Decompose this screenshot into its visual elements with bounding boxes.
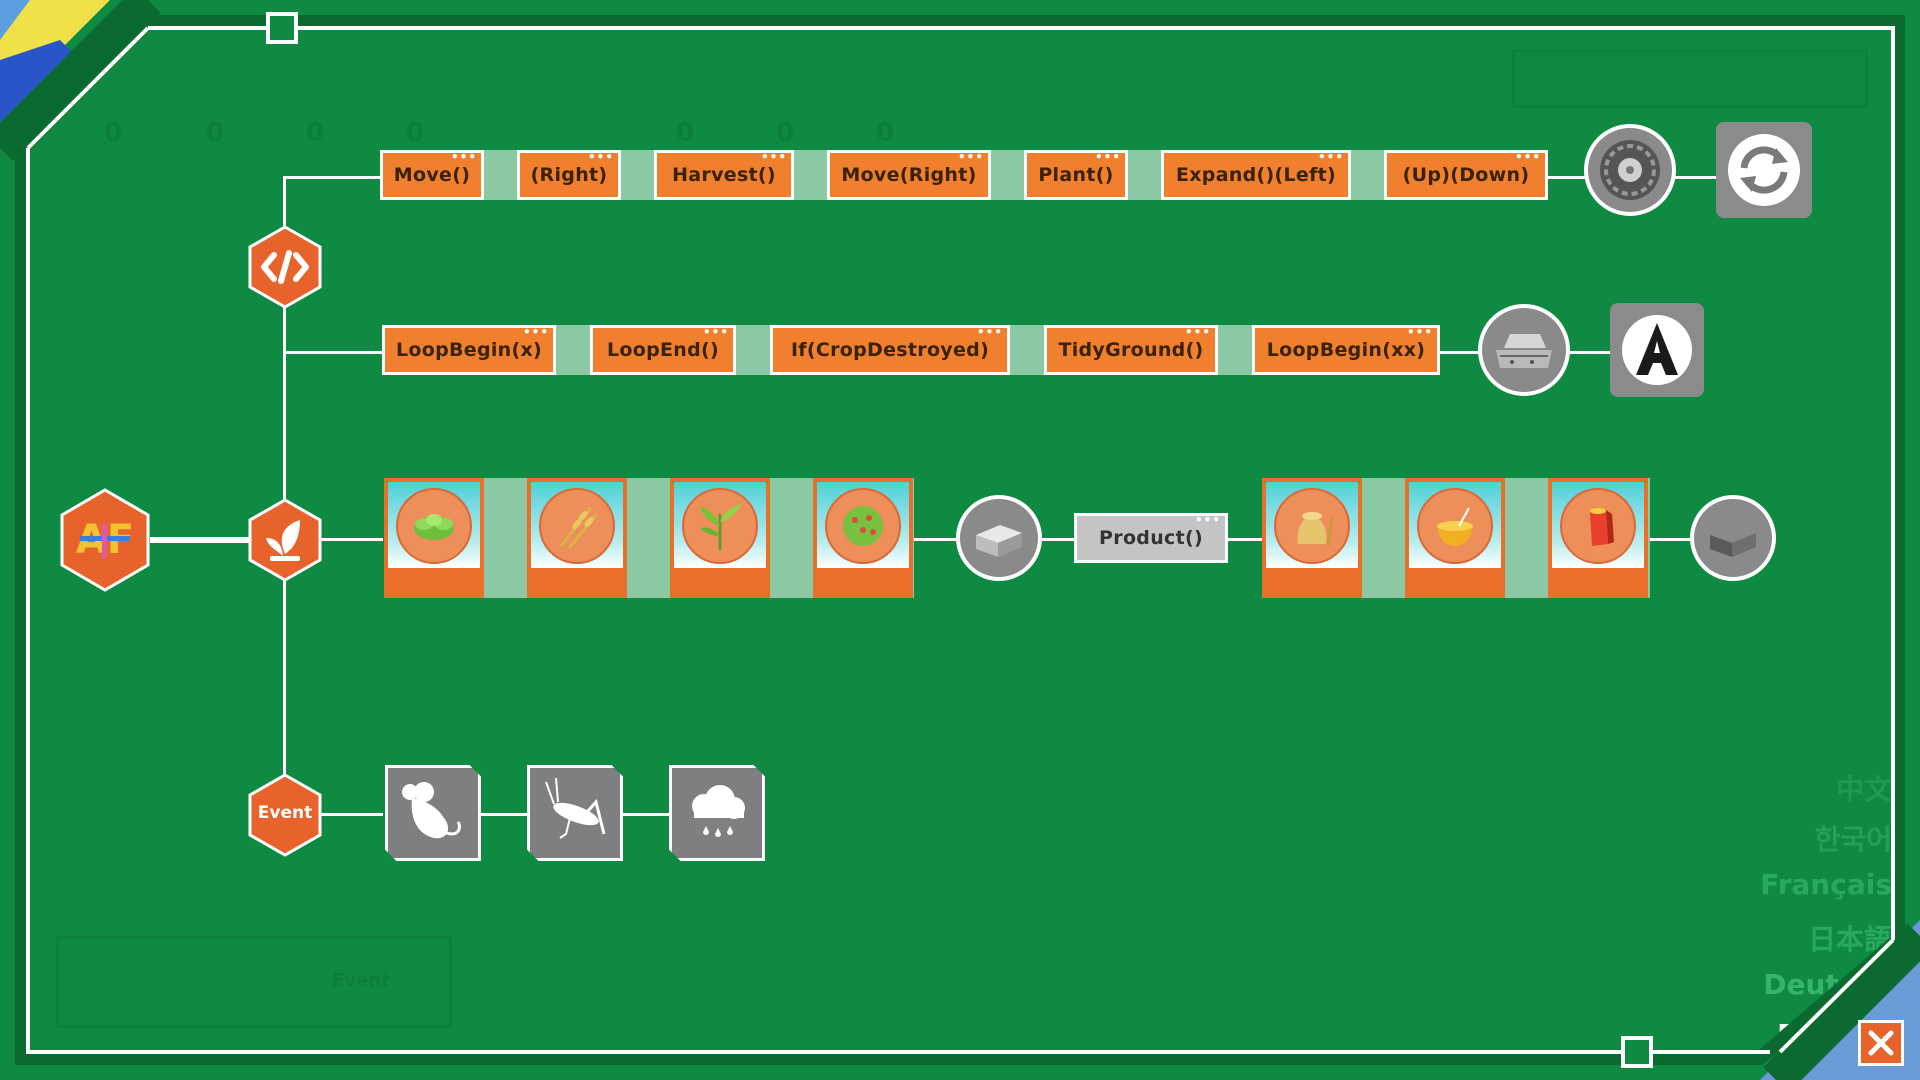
- wheat-icon: [559, 507, 599, 549]
- plow-blade-icon: [1496, 334, 1552, 368]
- close-icon: [1868, 1030, 1894, 1056]
- lettuce-icon: [414, 514, 454, 540]
- sprout-icon: [266, 520, 300, 561]
- command-label: Harvest(): [672, 164, 776, 186]
- product-label: Product(): [1099, 527, 1203, 549]
- command-label: LoopEnd(): [607, 339, 719, 361]
- command-label: Expand()(Left): [1175, 164, 1337, 186]
- plow-node[interactable]: [1478, 304, 1570, 396]
- command-tidy-ground[interactable]: TidyGround()•••: [1044, 325, 1218, 375]
- command-label: TidyGround(): [1058, 339, 1204, 361]
- plant-branch-node[interactable]: [248, 498, 322, 582]
- block-machine-icon: [1710, 525, 1756, 557]
- command-move[interactable]: Move()•••: [380, 150, 484, 200]
- code-branch-node[interactable]: [248, 225, 322, 309]
- processor-node[interactable]: [956, 495, 1042, 581]
- event-branch-node[interactable]: [248, 773, 322, 857]
- command-move-right[interactable]: Move(Right)•••: [827, 150, 991, 200]
- hud-counter: 0: [876, 118, 895, 148]
- grain-sack-icon: [1297, 512, 1334, 547]
- mouse-icon: [402, 782, 461, 839]
- wire-trunk: [283, 176, 286, 816]
- refresh-button[interactable]: [1716, 122, 1812, 218]
- event-card-grasshopper[interactable]: [527, 765, 623, 861]
- command-harvest[interactable]: Harvest()•••: [654, 150, 794, 200]
- wire-row3-end: [1648, 538, 1700, 541]
- grasshopper-icon: [545, 777, 606, 839]
- wire-row4: [283, 813, 383, 816]
- block-icon: [1590, 508, 1614, 546]
- wire-row1: [283, 176, 383, 179]
- corn-plant-icon: [700, 504, 742, 550]
- product-card-grain[interactable]: [1262, 478, 1362, 598]
- hud-counter: 0: [406, 118, 425, 148]
- wire-row2: [283, 351, 383, 354]
- hud-tool-buttons: [1512, 50, 1868, 108]
- command-loop-end[interactable]: LoopEnd()•••: [590, 325, 736, 375]
- tomato-bush-icon: [843, 506, 883, 546]
- hud-counter: 0: [676, 118, 695, 148]
- command-label: If(CropDestroyed): [790, 339, 990, 361]
- letter-a-button[interactable]: [1610, 303, 1704, 397]
- crop-card-corn[interactable]: [670, 478, 770, 598]
- crop-card-lettuce[interactable]: [384, 478, 484, 598]
- command-label: LoopBegin(xx): [1266, 339, 1426, 361]
- event-card-rain[interactable]: [669, 765, 765, 861]
- hud-counter: 0: [206, 118, 225, 148]
- hud-counter: 0: [776, 118, 795, 148]
- crop-card-wheat[interactable]: [527, 478, 627, 598]
- tire-node[interactable]: [1584, 124, 1676, 216]
- language-french[interactable]: Français: [1760, 868, 1892, 901]
- letter-a-icon: [1622, 315, 1692, 385]
- hub-node[interactable]: AF: [60, 488, 150, 592]
- product-command[interactable]: Product()•••: [1074, 513, 1228, 563]
- command-label: Move(Right): [841, 164, 977, 186]
- command-label: LoopBegin(x): [395, 339, 543, 361]
- command-up-down[interactable]: (Up)(Down)•••: [1384, 150, 1548, 200]
- juice-bowl-icon: [1437, 507, 1473, 546]
- block-machine-icon: [976, 525, 1022, 557]
- command-label: (Right): [530, 164, 608, 186]
- hud-tab-event: Event: [332, 970, 390, 991]
- product-card-juice[interactable]: [1405, 478, 1505, 598]
- command-label: (Up)(Down): [1402, 164, 1530, 186]
- refresh-icon: [1728, 134, 1800, 206]
- af-logo-icon: AF: [76, 517, 134, 563]
- command-loop-begin-x[interactable]: LoopBegin(x)•••: [382, 325, 556, 375]
- command-right[interactable]: (Right)•••: [517, 150, 621, 200]
- wire-row3: [283, 538, 383, 541]
- wire-hub: [150, 537, 288, 543]
- product-card-block[interactable]: [1548, 478, 1648, 598]
- language-chinese[interactable]: 中文: [1835, 773, 1892, 806]
- command-loop-begin-xx[interactable]: LoopBegin(xx)•••: [1252, 325, 1440, 375]
- output-node[interactable]: [1690, 495, 1776, 581]
- close-button[interactable]: [1858, 1020, 1904, 1066]
- crop-card-tomato[interactable]: [813, 478, 913, 598]
- code-brackets-icon: [261, 250, 309, 284]
- command-expand-left[interactable]: Expand()(Left)•••: [1161, 150, 1351, 200]
- hud-counter: 0: [306, 118, 325, 148]
- rain-cloud-icon: [692, 785, 745, 837]
- command-plant[interactable]: Plant()•••: [1024, 150, 1128, 200]
- language-korean[interactable]: 한국어: [1814, 823, 1892, 856]
- event-card-mouse[interactable]: [385, 765, 481, 861]
- tire-icon: [1600, 140, 1660, 200]
- command-if-crop-destroyed[interactable]: If(CropDestroyed)•••: [770, 325, 1010, 375]
- command-label: Plant(): [1038, 164, 1114, 186]
- hud-bottom-tabs: [56, 936, 452, 1028]
- hud-counter: 0: [104, 118, 123, 148]
- command-label: Move(): [393, 164, 471, 186]
- event-branch-label: Event: [257, 803, 313, 823]
